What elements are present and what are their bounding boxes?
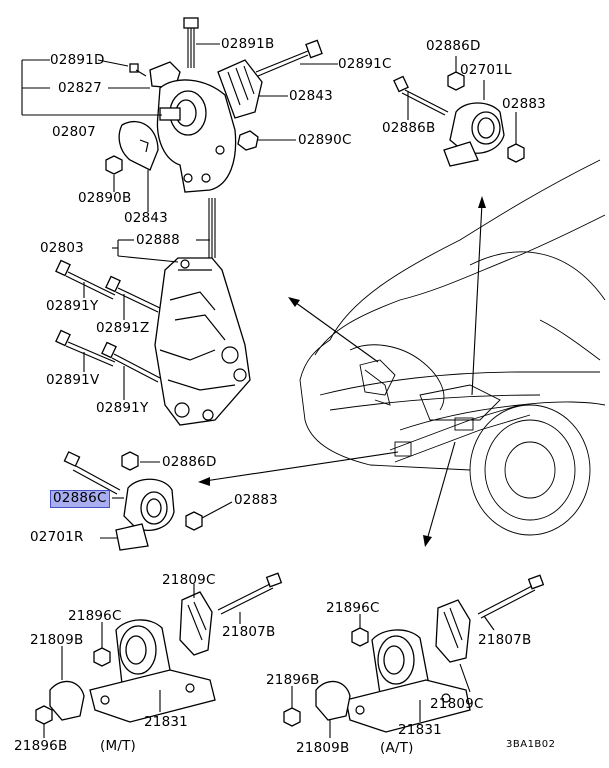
label-21896C-mt: 21896C [68, 608, 122, 624]
label-mt: (M/T) [100, 738, 136, 754]
label-at: (A/T) [380, 740, 414, 756]
label-02803: 02803 [40, 240, 84, 256]
upper-mount-assembly [105, 17, 323, 193]
label-21831-at: 21831 [398, 722, 442, 738]
mt-mount-assembly [35, 572, 283, 725]
label-02883-left: 02883 [234, 492, 278, 508]
label-21896C-at: 21896C [326, 600, 380, 616]
label-21809C-mt: 21809C [162, 572, 216, 588]
label-02890B: 02890B [78, 190, 132, 206]
right-mount-02701L [393, 71, 525, 167]
label-21807B-mt: 21807B [222, 624, 276, 640]
label-02891Y-upper: 02891Y [46, 298, 99, 314]
label-02891D: 02891D [50, 52, 105, 68]
label-21831-mt: 21831 [144, 714, 188, 730]
label-02888: 02888 [136, 232, 180, 248]
at-mount-assembly [283, 574, 545, 733]
label-21809C-at: 21809C [430, 696, 484, 712]
label-02886D-left: 02886D [162, 454, 217, 470]
label-02886C-highlighted[interactable]: 02886C [50, 490, 110, 508]
label-02843-lower: 02843 [124, 210, 168, 226]
label-02886D-right: 02886D [426, 38, 481, 54]
label-21896B-mt: 21896B [14, 738, 68, 754]
vehicle-outline [299, 159, 606, 536]
leader-lines [21, 43, 517, 738]
label-21807B-at: 21807B [478, 632, 532, 648]
label-21896B-at: 21896B [266, 672, 320, 688]
center-bracket-assembly [55, 198, 251, 426]
label-02891Y-lower: 02891Y [96, 400, 149, 416]
left-mount-02701R [63, 451, 203, 551]
label-02701R: 02701R [30, 529, 84, 545]
label-02883-right: 02883 [502, 96, 546, 112]
label-02701L: 02701L [460, 62, 512, 78]
label-02843-upper: 02843 [289, 88, 333, 104]
label-02807: 02807 [52, 124, 96, 140]
label-02891B: 02891B [221, 36, 275, 52]
label-02827: 02827 [58, 80, 102, 96]
diagram-code: 3BA1B02 [506, 739, 556, 750]
label-02886B: 02886B [382, 120, 436, 136]
label-02891C: 02891C [338, 56, 392, 72]
label-02891Z: 02891Z [96, 320, 150, 336]
label-02891V: 02891V [46, 372, 100, 388]
label-21809B-at: 21809B [296, 740, 350, 756]
label-21809B-mt: 21809B [30, 632, 84, 648]
label-02890C: 02890C [298, 132, 352, 148]
callout-arrows [198, 196, 486, 547]
